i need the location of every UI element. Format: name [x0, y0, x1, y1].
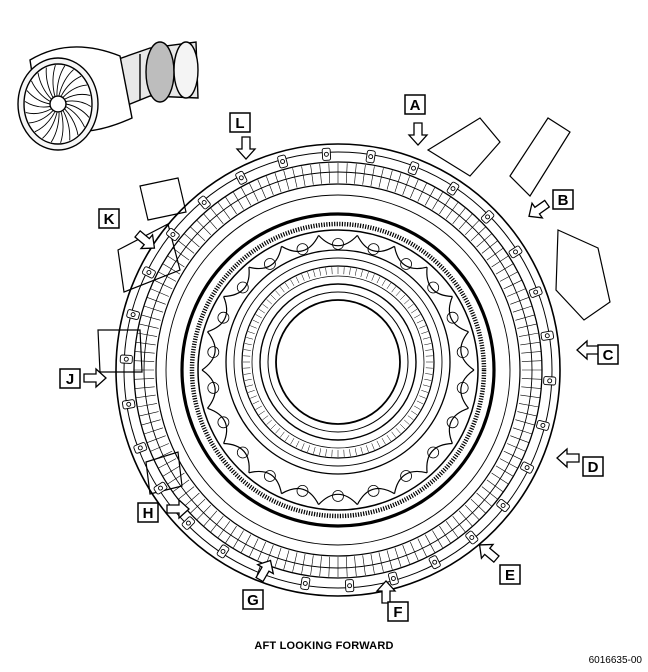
- view-label-f: F: [393, 604, 402, 621]
- mount-brackets: [97, 117, 611, 495]
- hollow-arrow-icon: [528, 199, 551, 219]
- view-label-b: B: [558, 192, 569, 209]
- view-label-box: [552, 189, 574, 210]
- view-callouts: A B C D E F G H J K L: [59, 94, 619, 622]
- view-label-g: G: [247, 592, 259, 609]
- view-callout-l: L: [229, 112, 257, 160]
- view-callout-b: B: [528, 189, 574, 219]
- hollow-arrow-icon: [478, 543, 500, 564]
- view-callout-j: J: [59, 367, 107, 389]
- view-callout-k: K: [98, 208, 156, 250]
- hollow-arrow-icon: [83, 367, 107, 389]
- hollow-arrow-icon: [576, 339, 600, 361]
- view-label-box: [597, 344, 619, 365]
- view-label-d: D: [588, 459, 599, 476]
- view-callout-a: A: [404, 94, 429, 146]
- engine-case-assembly: [97, 117, 611, 597]
- view-label-box: [59, 368, 81, 389]
- view-label-e: E: [505, 567, 515, 584]
- view-label-box: [229, 112, 251, 133]
- view-label-box: [499, 564, 521, 585]
- view-callout-f: F: [375, 580, 409, 622]
- figure-number: 6016635-00: [588, 655, 642, 666]
- view-label-a: A: [410, 97, 421, 114]
- view-label-box: [137, 502, 159, 523]
- view-label-h: H: [143, 505, 154, 522]
- view-callout-d: D: [556, 447, 604, 477]
- view-label-j: J: [66, 371, 74, 388]
- view-label-k: K: [104, 211, 115, 228]
- view-callout-e: E: [478, 543, 521, 585]
- view-label-box: [404, 94, 426, 115]
- hollow-arrow-icon: [556, 447, 580, 469]
- view-label-box: [98, 208, 120, 229]
- view-callout-g: G: [242, 559, 275, 610]
- hollow-arrow-icon: [166, 498, 190, 520]
- view-label-l: L: [235, 115, 244, 132]
- view-label-box: [582, 456, 604, 477]
- hollow-arrow-icon: [134, 229, 156, 250]
- hollow-arrow-icon: [407, 122, 429, 146]
- hollow-arrow-icon: [235, 136, 257, 160]
- view-label-c: C: [603, 347, 614, 364]
- hollow-arrow-icon: [375, 580, 397, 604]
- figure-caption: AFT LOOKING FORWARD: [254, 640, 394, 652]
- view-label-box: [242, 589, 264, 610]
- view-callout-h: H: [137, 498, 190, 523]
- view-callout-c: C: [576, 339, 619, 365]
- hollow-arrow-icon: [255, 559, 275, 583]
- turbofan-engine-icon: [17, 41, 199, 151]
- view-label-box: [387, 601, 409, 622]
